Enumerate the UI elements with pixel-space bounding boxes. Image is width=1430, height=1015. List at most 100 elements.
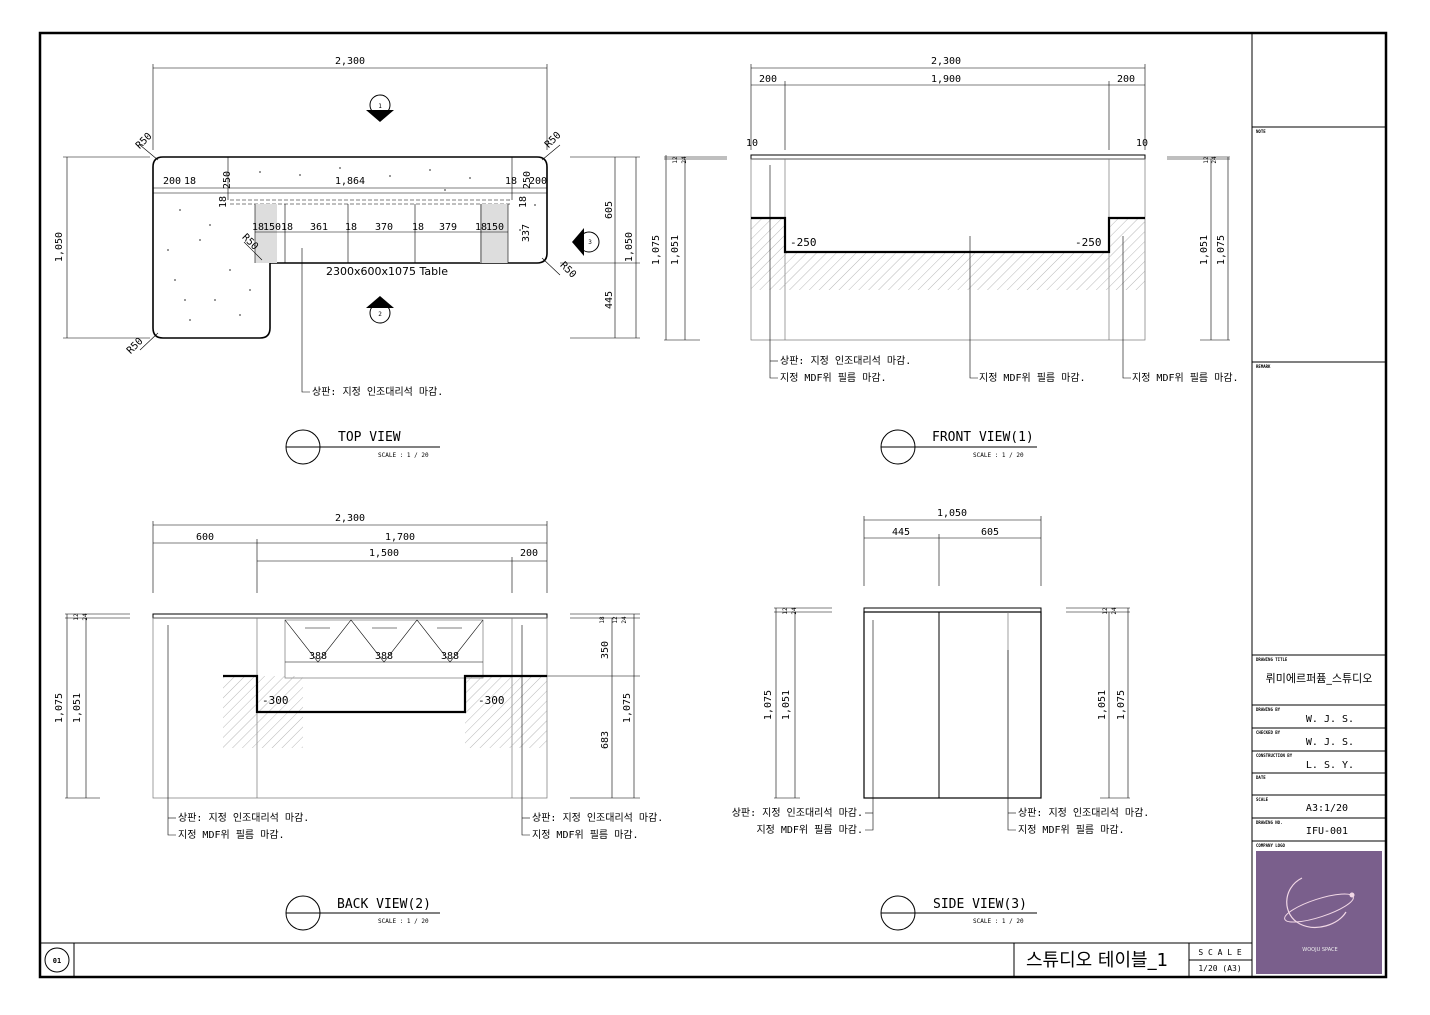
top-view-title: TOP VIEW bbox=[338, 430, 401, 445]
front-note-top: 상판: 지정 인조대리석 마감. bbox=[780, 355, 911, 367]
front-height-left-1075: 1,075 bbox=[651, 235, 662, 265]
bay-dim-4: 361 bbox=[310, 222, 328, 233]
footer: 01 스튜디오 테이블_1 S C A L E 1/20 (A3) bbox=[44, 943, 1252, 977]
tb-note-label: NOTE bbox=[1256, 129, 1266, 134]
callout-1-arrow-icon bbox=[366, 110, 394, 122]
back-note-top-right: 상판: 지정 인조대리석 마감. bbox=[532, 812, 663, 824]
tb-scale-value: A3:1/20 bbox=[1306, 803, 1348, 814]
top-overall-depth: 1,050 bbox=[54, 232, 65, 262]
bay-dim-6: 370 bbox=[375, 222, 393, 233]
table-label: 2300x600x1075 Table bbox=[326, 265, 448, 278]
back-view-scale: SCALE : 1 / 20 bbox=[378, 918, 429, 925]
back-floor-right: -300 bbox=[478, 694, 505, 707]
back-top-24: 24 bbox=[82, 613, 89, 621]
front-floor-line bbox=[751, 216, 1145, 254]
top-left-panel: 18 bbox=[184, 176, 196, 187]
top-inner-width: 1,864 bbox=[335, 176, 365, 187]
side-note-top-left: 상판: 지정 인조대리석 마감. bbox=[732, 807, 863, 819]
bay-dim-3: 18 bbox=[281, 222, 293, 233]
radius-bottom-left: R50 bbox=[125, 336, 146, 357]
side-overall-depth: 1,050 bbox=[937, 508, 967, 519]
back-h-683: 683 bbox=[600, 731, 611, 749]
front-height-right-1051: 1,051 bbox=[1199, 235, 1210, 265]
tb-checked-by: W. J. S. bbox=[1306, 737, 1354, 748]
front-top-24-left: 24 bbox=[681, 156, 688, 164]
title-block: NOTE REMARK DRAWING TITLE 뤼미에르퍼퓸_스튜디오 DR… bbox=[1252, 126, 1386, 974]
top-depth-upper: 605 bbox=[604, 201, 615, 219]
side-top-24-right: 24 bbox=[1111, 607, 1118, 615]
back-height-1051: 1,051 bbox=[72, 693, 83, 723]
back-inner: 1,500 bbox=[369, 548, 399, 559]
front-top-24-right: 24 bbox=[1211, 156, 1218, 164]
company-logo bbox=[1256, 851, 1382, 974]
front-edge-right: 10 bbox=[1136, 138, 1148, 149]
top-right-18: 18 bbox=[518, 196, 529, 208]
back-right-24: 24 bbox=[621, 616, 628, 624]
back-note-top-left: 상판: 지정 인조대리석 마감. bbox=[178, 812, 309, 824]
top-view-scale: SCALE : 1 / 20 bbox=[378, 452, 429, 459]
side-top-12-right: 12 bbox=[1102, 607, 1109, 615]
top-overall-width: 2,300 bbox=[335, 56, 365, 67]
top-plan-outline bbox=[152, 156, 548, 339]
sheet-number: 01 bbox=[53, 957, 61, 965]
back-drawer-2: 388 bbox=[375, 651, 393, 662]
bay-dim-2: 150 bbox=[263, 222, 281, 233]
bay-dim-5: 18 bbox=[345, 222, 357, 233]
back-right-part: 1,700 bbox=[385, 532, 415, 543]
front-height-right-1075: 1,075 bbox=[1216, 235, 1227, 265]
bay-dim-10: 150 bbox=[486, 222, 504, 233]
back-note-mdf-right: 지정 MDF위 필름 마감. bbox=[532, 828, 639, 841]
tb-checked-by-label: CHECKED BY bbox=[1256, 730, 1281, 735]
front-edge-left: 10 bbox=[746, 138, 758, 149]
front-top-12-left: 12 bbox=[672, 156, 679, 164]
top-inner-depth: 337 bbox=[521, 224, 532, 242]
tb-drawn-by: W. J. S. bbox=[1306, 714, 1354, 725]
back-height-1075: 1,075 bbox=[54, 693, 65, 723]
side-view-title: SIDE VIEW(3) bbox=[933, 897, 1027, 912]
front-left-offset: 200 bbox=[759, 74, 777, 85]
top-right-250: 250 bbox=[522, 171, 533, 189]
front-right-offset: 200 bbox=[1117, 74, 1135, 85]
sheet-border bbox=[38, 31, 1388, 979]
tb-scale-label: SCALE bbox=[1256, 797, 1269, 802]
bay-dim-7: 18 bbox=[412, 222, 424, 233]
front-middle: 1,900 bbox=[931, 74, 961, 85]
top-depth-right: 1,050 bbox=[624, 232, 635, 262]
back-drawer-1: 388 bbox=[309, 651, 327, 662]
top-texture bbox=[167, 167, 536, 321]
back-note-mdf-left: 지정 MDF위 필름 마감. bbox=[178, 828, 285, 841]
side-note-mdf-right: 지정 MDF위 필름 마감. bbox=[1018, 823, 1125, 836]
back-floor-left: -300 bbox=[262, 694, 289, 707]
callout-2-arrow-icon bbox=[366, 296, 394, 308]
back-view: 2,300 600 1,700 1,500 200 388 388 388 -3… bbox=[54, 513, 663, 931]
front-floor-left: -250 bbox=[790, 236, 817, 249]
top-right-panel: 18 bbox=[505, 176, 517, 187]
tb-drawn-by-label: DRAWING BY bbox=[1256, 707, 1281, 712]
side-height-right-1075: 1,075 bbox=[1116, 690, 1127, 720]
side-height-right-1051: 1,051 bbox=[1097, 690, 1108, 720]
top-right-offset: 200 bbox=[529, 176, 547, 187]
callout-1-label: 1 bbox=[378, 103, 382, 110]
wooju-logo-icon bbox=[1284, 877, 1355, 928]
side-top-12-left: 12 bbox=[782, 607, 789, 615]
front-overall-width: 2,300 bbox=[931, 56, 961, 67]
tb-construction-by: L. S. Y. bbox=[1306, 760, 1354, 771]
side-right-part: 605 bbox=[981, 527, 999, 538]
side-height-left-1075: 1,075 bbox=[763, 690, 774, 720]
footer-scale-label: S C A L E bbox=[1198, 948, 1242, 957]
tb-construction-by-label: CONSTRUCTION BY bbox=[1256, 753, 1293, 758]
back-floor-line bbox=[223, 674, 547, 714]
bay-dim-9: 18 bbox=[475, 222, 487, 233]
back-overall-width: 2,300 bbox=[335, 513, 365, 524]
radius-top-right: R50 bbox=[543, 130, 564, 151]
top-left-offset: 200 bbox=[163, 176, 181, 187]
side-note-mdf-left: 지정 MDF위 필름 마감. bbox=[756, 823, 863, 836]
side-height-left-1051: 1,051 bbox=[781, 690, 792, 720]
bay-dim-1: 18 bbox=[252, 222, 264, 233]
back-drawer-3: 388 bbox=[441, 651, 459, 662]
side-left-part: 445 bbox=[892, 527, 910, 538]
side-view: 1,050 445 605 1,075 1,051 12 24 1,051 1,… bbox=[732, 508, 1149, 931]
tb-drawing-no-label: DRAWING NO. bbox=[1256, 820, 1283, 825]
